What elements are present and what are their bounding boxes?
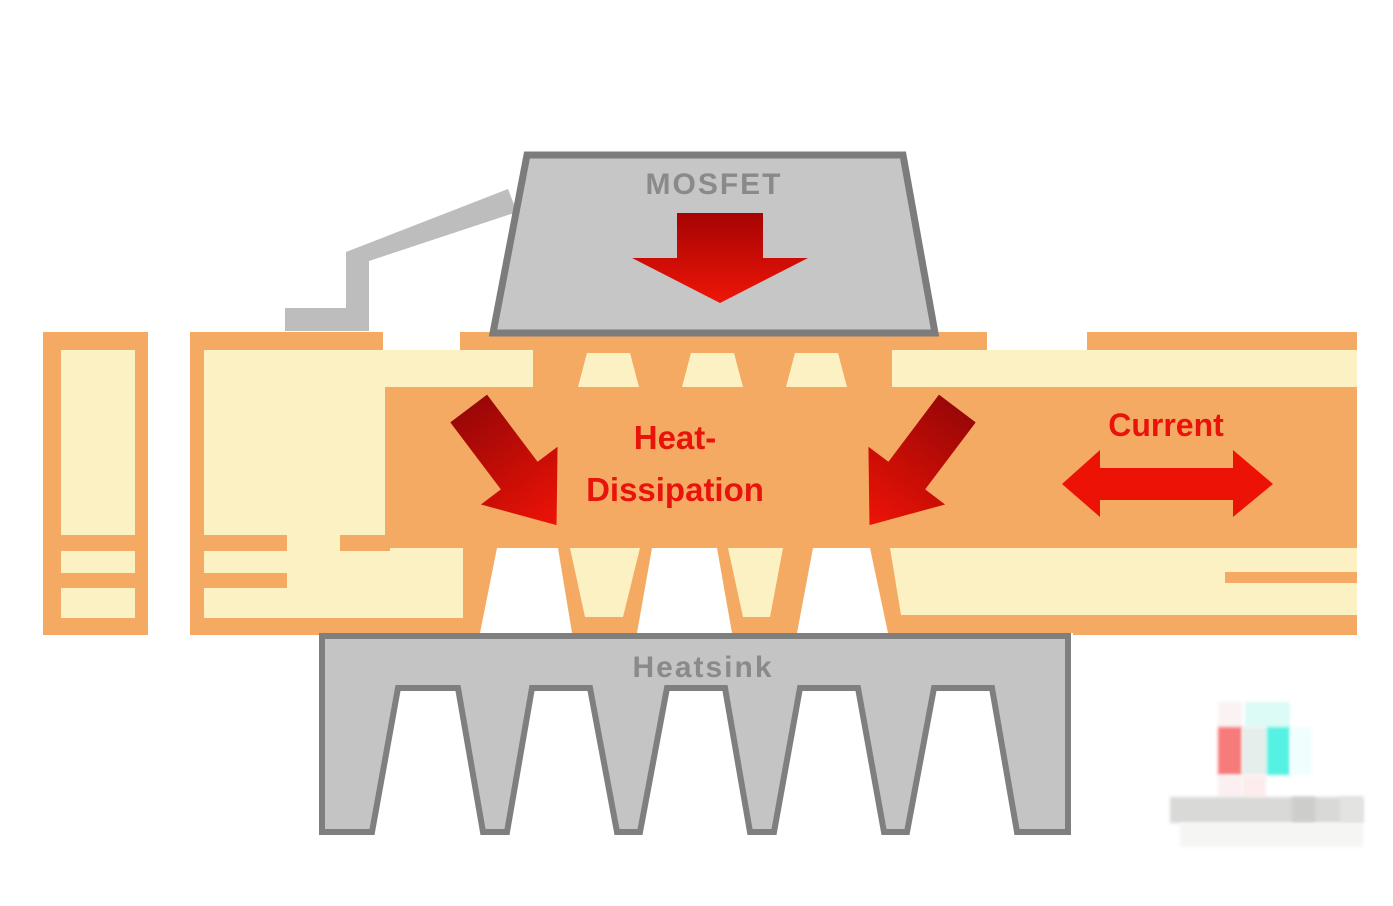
thermal-via-bottom bbox=[728, 548, 783, 617]
current-label: Current bbox=[1108, 407, 1224, 443]
heatsink-body bbox=[319, 633, 1071, 835]
watermark-block bbox=[1180, 823, 1363, 847]
mosfet-lead bbox=[285, 189, 517, 331]
watermark-block bbox=[1267, 727, 1290, 775]
through-hole bbox=[797, 548, 888, 633]
inner-copper-trace bbox=[204, 535, 287, 551]
copper-bottom-layer-segment bbox=[1073, 615, 1357, 635]
copper-top-layer-segment bbox=[204, 332, 383, 350]
diagonal-down-left-arrow-icon bbox=[450, 394, 558, 526]
inner-copper-trace bbox=[1225, 572, 1357, 583]
through-hole bbox=[480, 548, 572, 633]
thermal-via-top bbox=[578, 353, 639, 387]
thermal-via-top bbox=[786, 353, 847, 387]
through-hole bbox=[637, 548, 732, 633]
watermark-block bbox=[1242, 727, 1267, 775]
watermark-block bbox=[1340, 797, 1363, 823]
diagonal-down-right-arrow-icon bbox=[868, 394, 976, 526]
inner-copper-trace bbox=[61, 573, 135, 588]
mosfet-label: MOSFET bbox=[646, 168, 783, 201]
inner-copper-trace bbox=[204, 573, 287, 588]
horizontal-double-arrow-icon bbox=[1062, 450, 1273, 517]
watermark-block bbox=[1242, 775, 1266, 797]
watermark-block bbox=[1218, 727, 1242, 775]
pcb-substrate-lower-band bbox=[890, 548, 1075, 615]
thermal-via-bottom bbox=[570, 548, 640, 617]
heatsink-label: Heatsink bbox=[632, 651, 773, 684]
watermark-block bbox=[1170, 797, 1363, 823]
pcb-left-copper-border bbox=[190, 332, 204, 635]
heat-dissipation-label-line1: Heat- bbox=[634, 419, 717, 456]
copper-bottom-layer-segment bbox=[190, 618, 480, 635]
inner-copper-trace bbox=[61, 535, 135, 551]
watermark-block bbox=[1292, 797, 1315, 823]
inner-copper-trace bbox=[340, 535, 390, 551]
down-arrow-icon bbox=[632, 213, 808, 303]
watermark-block bbox=[1218, 702, 1242, 727]
mosfet: MOSFET bbox=[488, 151, 940, 337]
watermark-block bbox=[1218, 775, 1242, 797]
copper-top-layer-segment bbox=[1087, 332, 1357, 350]
thermal-via-top bbox=[682, 353, 743, 387]
pcb-edge-block bbox=[43, 332, 148, 635]
watermark-block bbox=[1245, 702, 1290, 727]
watermark-block bbox=[1290, 727, 1312, 775]
heat-dissipation-label-line2: Dissipation bbox=[586, 471, 764, 508]
heatsink: Heatsink bbox=[319, 633, 1071, 835]
